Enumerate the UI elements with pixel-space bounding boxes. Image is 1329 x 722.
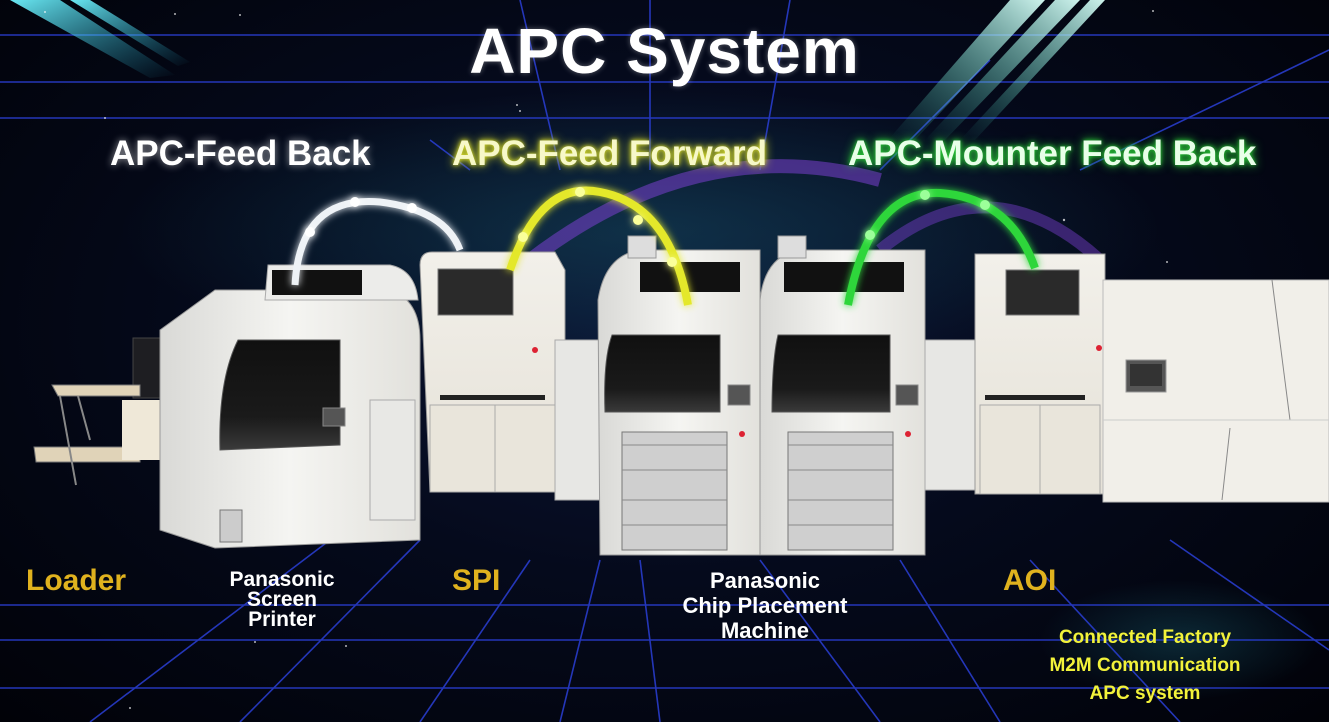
feed-forward-arc — [506, 186, 692, 306]
feed-back-arc — [291, 198, 464, 286]
label-spi: SPI — [452, 564, 501, 597]
label-apc-feed-forward: APC-Feed Forward — [452, 134, 768, 173]
spi-machine — [419, 251, 566, 493]
label-line: Panasonic — [229, 568, 335, 591]
aoi-machine — [974, 253, 1106, 495]
label-line: Panasonic — [709, 568, 821, 593]
label-apc-mounter-feed-back: APC-Mounter Feed Back — [848, 134, 1257, 173]
label-line: Machine — [720, 618, 810, 643]
footer-line: APC system — [1089, 683, 1201, 704]
chip-placement-machine-2 — [759, 235, 926, 556]
footer-caption: Connected Factory M2M Communication APC … — [1014, 624, 1276, 708]
mounter-feed-back-arc — [844, 188, 1039, 306]
label-line: Printer — [248, 608, 316, 631]
label-apc-feed-back: APC-Feed Back — [110, 134, 371, 173]
footer-line: M2M Communication — [1049, 655, 1241, 676]
screen-printer-machine — [159, 264, 421, 549]
label-aoi: AOI — [1003, 564, 1057, 597]
chip-placement-machine-1 — [597, 235, 761, 556]
reflow-oven — [1102, 279, 1329, 503]
label-loader: Loader — [26, 564, 127, 597]
label-line: Chip Placement — [682, 593, 848, 618]
page-title: APC System — [469, 15, 860, 87]
label-line: Screen — [246, 588, 318, 611]
label-chip-placement: Panasonic Chip Placement Machine — [645, 568, 885, 643]
label-screen-printer: Panasonic Screen Printer — [212, 568, 352, 631]
footer-line: Connected Factory — [1058, 627, 1232, 648]
